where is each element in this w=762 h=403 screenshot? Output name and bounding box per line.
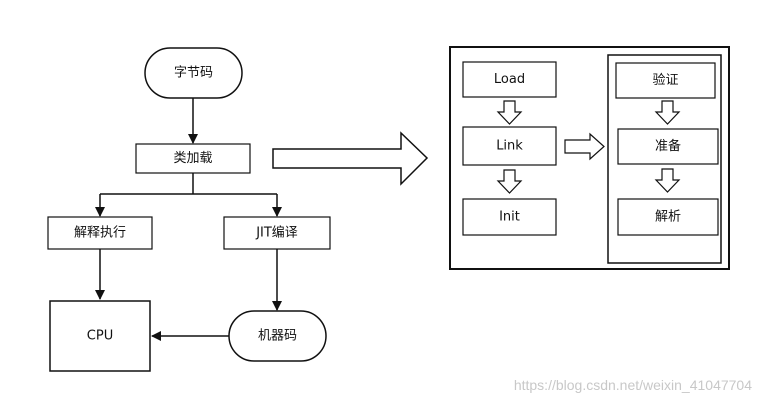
machine-code-label: 机器码 (258, 329, 297, 344)
prepare-label: 准备 (655, 138, 681, 154)
class-loading-node: 类加载 (135, 143, 251, 174)
init-node: Init (462, 198, 557, 236)
watermark-text: https://blog.csdn.net/weixin_41047704 (513, 377, 752, 393)
interpreter-node: 解释执行 (47, 216, 153, 250)
jit-node: JIT编译 (223, 216, 331, 250)
resolve-label: 解析 (655, 210, 681, 225)
load-to-link-arrow (496, 100, 523, 125)
cpu-node: CPU (49, 300, 151, 372)
verify-node: 验证 (615, 62, 716, 99)
jit-label: JIT编译 (255, 226, 298, 241)
verify-label: 验证 (652, 72, 678, 88)
link-expand-arrow (564, 132, 605, 161)
link-to-init-arrow (496, 169, 523, 194)
load-label: Load (494, 72, 525, 87)
prepare-to-resolve-arrow (654, 168, 681, 193)
link-node: Link (462, 126, 557, 166)
load-node: Load (462, 61, 557, 98)
init-label: Init (499, 210, 520, 225)
resolve-node: 解析 (617, 198, 719, 236)
left-connectors (95, 98, 282, 341)
machine-code-node: 机器码 (228, 310, 327, 362)
link-label: Link (496, 139, 523, 154)
bytecode-node: 字节码 (144, 47, 243, 99)
bytecode-label: 字节码 (174, 66, 213, 81)
class-loading-label: 类加载 (173, 151, 212, 166)
expand-hollow-arrow (272, 131, 429, 186)
prepare-node: 准备 (617, 128, 719, 165)
cpu-label: CPU (87, 329, 113, 344)
interpreter-label: 解释执行 (74, 226, 126, 241)
verify-to-prepare-arrow (654, 100, 681, 125)
